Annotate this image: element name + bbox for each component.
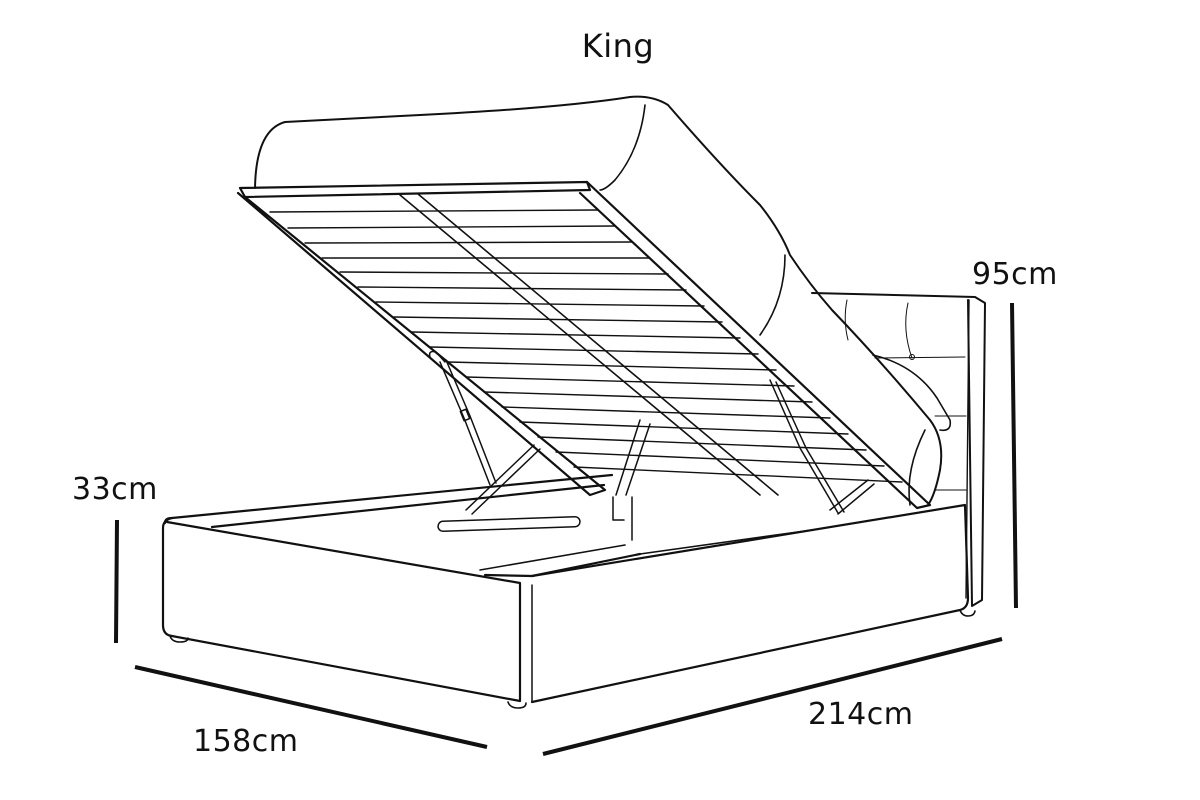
bed-size-title: King: [581, 27, 655, 65]
base-height-label: 33cm: [72, 472, 158, 507]
width-label: 158cm: [193, 724, 299, 759]
length-label: 214cm: [808, 697, 914, 732]
dimension-line-width: [134, 665, 488, 749]
headboard-height-label: 95cm: [972, 257, 1058, 292]
ottoman-base: [161, 473, 976, 709]
slats: [269, 209, 903, 483]
dimension-line-base-height: [114, 519, 119, 644]
gas-lift-mechanism: [428, 350, 875, 541]
dimension-line-headboard-height: [1010, 302, 1018, 609]
mattress: [254, 95, 943, 506]
dimension-line-length: [542, 637, 1003, 756]
lift-up-slat-frame: [236, 180, 932, 510]
dimension-lines: [114, 302, 1018, 756]
